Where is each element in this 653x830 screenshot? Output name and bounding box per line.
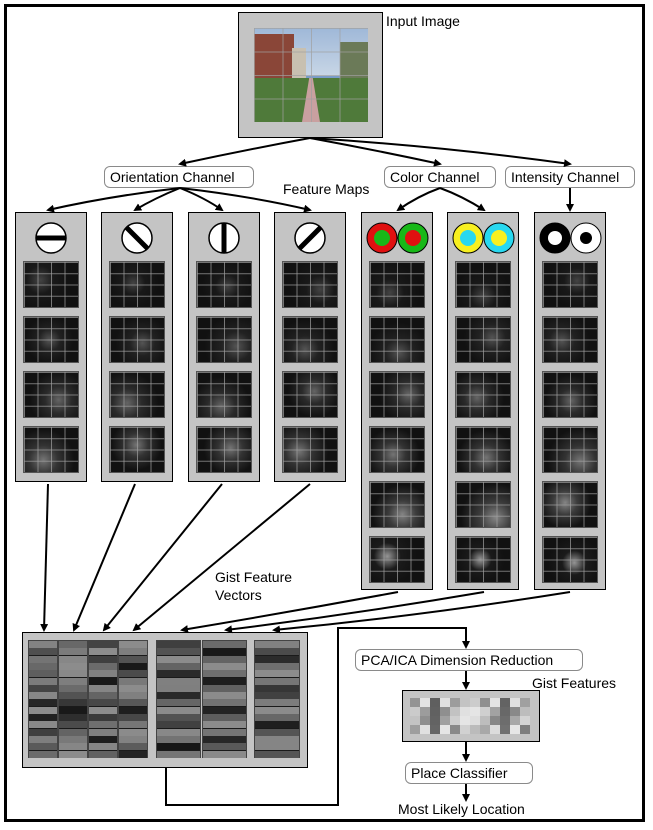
gist-feature-vectors-label-line1: Gist Feature — [215, 569, 293, 585]
feature-map — [455, 536, 511, 583]
feature-map — [369, 371, 425, 418]
pca-ica-box: PCA/ICA Dimension Reduction — [355, 649, 583, 671]
color-channel-box: Color Channel — [384, 166, 496, 188]
place-classifier-box: Place Classifier — [405, 762, 533, 784]
feature-map — [369, 261, 425, 308]
feature-map — [455, 426, 511, 473]
gist-vector — [88, 640, 118, 758]
gist-vector — [156, 640, 201, 758]
feature-map — [23, 261, 79, 308]
input-image-panel — [238, 12, 383, 138]
most-likely-location-label: Most Likely Location — [398, 801, 525, 817]
feature-map — [23, 426, 79, 473]
feature-map — [542, 261, 598, 308]
feature-map — [109, 261, 165, 308]
intensity-channel-box: Intensity Channel — [505, 166, 635, 188]
feature-map — [196, 261, 252, 308]
feature-map — [282, 371, 338, 418]
feature-map — [369, 481, 425, 528]
feature-map — [196, 426, 252, 473]
input-image — [254, 28, 368, 122]
feature-maps-label: Feature Maps — [283, 181, 370, 197]
feature-map — [542, 426, 598, 473]
gist-vector — [58, 640, 88, 758]
feature-map — [455, 371, 511, 418]
feature-map — [23, 316, 79, 363]
feature-map — [196, 371, 252, 418]
gist-vector — [118, 640, 148, 758]
feature-map — [282, 316, 338, 363]
gist-features-label: Gist Features — [532, 675, 617, 691]
feature-map — [369, 536, 425, 583]
feature-map — [369, 426, 425, 473]
feature-map — [23, 371, 79, 418]
gist-vector — [254, 640, 300, 758]
feature-map — [455, 261, 511, 308]
feature-map — [196, 316, 252, 363]
feature-map — [109, 316, 165, 363]
gist-vector — [28, 640, 58, 758]
feature-map — [542, 371, 598, 418]
feature-map — [369, 316, 425, 363]
feature-map — [109, 371, 165, 418]
feature-map — [542, 316, 598, 363]
feature-map — [455, 481, 511, 528]
feature-map — [282, 426, 338, 473]
orientation-channel-box: Orientation Channel — [104, 166, 254, 188]
input-image-label: Input Image — [386, 13, 460, 29]
figure-frame — [4, 4, 645, 822]
feature-map — [455, 316, 511, 363]
feature-map — [542, 536, 598, 583]
feature-map — [542, 481, 598, 528]
feature-map — [109, 426, 165, 473]
feature-map — [282, 261, 338, 308]
gist-vector — [202, 640, 247, 758]
gist-feature-vectors-label-line2: Vectors — [215, 587, 262, 603]
